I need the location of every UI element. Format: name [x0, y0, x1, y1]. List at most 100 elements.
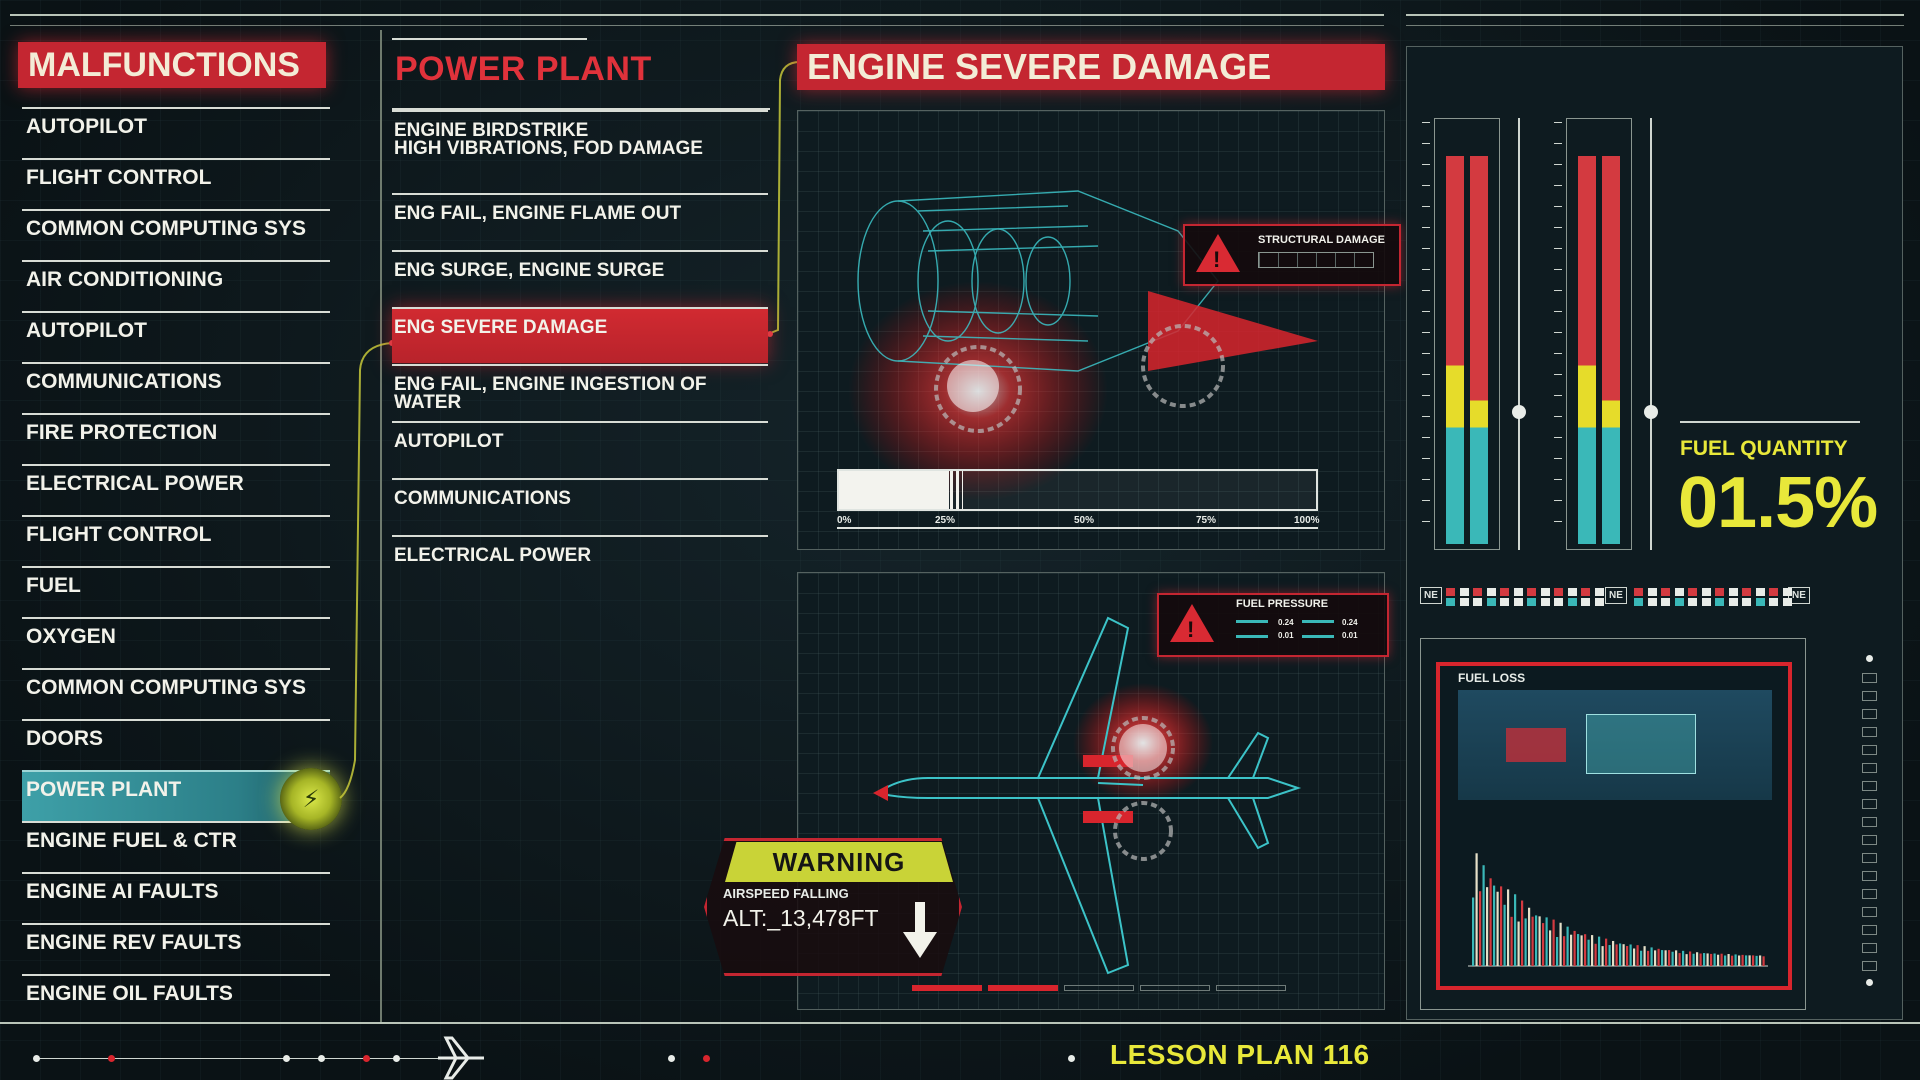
malfunction-item[interactable]: ENGINE AI FAULTS: [22, 872, 330, 923]
fuel-slider-handle-2[interactable]: [1644, 405, 1658, 419]
histogram-bar: [1696, 952, 1699, 966]
power-plant-item[interactable]: ENG SURGE, ENGINE SURGE: [392, 250, 768, 280]
gauge-tick: [1554, 122, 1562, 123]
timeline-dot-2: [108, 1055, 115, 1062]
fuel-bar-1a: [1446, 156, 1464, 544]
fuel-reading-3: 0.24: [1342, 618, 1358, 627]
malfunction-item-label: FUEL: [26, 574, 81, 597]
fuel-loss-label: FUEL LOSS: [1458, 671, 1526, 685]
power-plant-title: POWER PLANT: [395, 50, 652, 88]
power-plant-item[interactable]: ENG FAIL, ENGINE FLAME OUT: [392, 193, 768, 223]
malfunction-item[interactable]: AUTOPILOT: [22, 107, 330, 158]
gauge-tick: [1422, 227, 1430, 228]
histogram-bar: [1510, 916, 1513, 966]
power-plant-item-label: ELECTRICAL POWER: [394, 545, 592, 566]
power-plant-item[interactable]: ELECTRICAL POWER: [392, 535, 768, 565]
power-plant-selector-knob[interactable]: ⚡: [280, 768, 342, 830]
status-segment-3: [1064, 985, 1134, 991]
fuel-slider-track-2: [1650, 118, 1652, 550]
damage-progress-stripes: [943, 471, 964, 509]
top-rule-right: [1406, 14, 1904, 16]
tick-75: 75%: [1196, 515, 1217, 526]
malfunction-item-label: AIR CONDITIONING: [26, 268, 224, 291]
histogram-bar: [1475, 853, 1478, 966]
malfunction-item[interactable]: FLIGHT CONTROL: [22, 158, 330, 209]
damage-progress-bar: [837, 469, 1318, 511]
histogram-bar: [1493, 885, 1496, 966]
fuel-pressure-warning-icon: [1170, 604, 1214, 642]
histogram-bar: [1622, 944, 1625, 966]
gauge-tick: [1422, 206, 1430, 207]
malfunction-item[interactable]: ENGINE FUEL & CTR: [22, 821, 330, 872]
warning-title: WARNING: [725, 842, 953, 882]
malfunction-item[interactable]: ENGINE OIL FAULTS: [22, 974, 330, 1025]
histogram-bar: [1538, 916, 1541, 966]
gauge-tick: [1422, 458, 1430, 459]
power-plant-item[interactable]: AUTOPILOT: [392, 421, 768, 451]
scroll-tick: [1862, 781, 1877, 791]
tick-25: 25%: [935, 515, 956, 526]
power-plant-item[interactable]: COMMUNICATIONS: [392, 478, 768, 508]
ne-segment: [1486, 588, 1496, 606]
fuel-slider-handle-1[interactable]: [1512, 405, 1526, 419]
malfunction-item[interactable]: COMMUNICATIONS: [22, 362, 330, 413]
malfunction-item[interactable]: POWER PLANT: [22, 770, 330, 821]
fuel-slider-track-1: [1518, 118, 1520, 550]
ne-segment: [1728, 588, 1738, 606]
histogram-bar: [1717, 954, 1720, 966]
histogram-bar: [1580, 935, 1583, 966]
fuel-quantity-label: FUEL QUANTITY: [1680, 437, 1848, 460]
histogram-bar: [1566, 926, 1569, 966]
fuel-bar-frame-1: [1434, 118, 1500, 550]
malfunction-item-label: AUTOPILOT: [26, 115, 147, 138]
footer-rule: [0, 1022, 1920, 1024]
histogram-bar: [1706, 953, 1709, 966]
malfunction-item[interactable]: OXYGEN: [22, 617, 330, 668]
ne-segment: [1701, 588, 1711, 606]
scroll-tick: [1862, 709, 1877, 719]
fuel-label-rule: [1680, 421, 1860, 423]
scroll-tick: [1862, 745, 1877, 755]
malfunction-item[interactable]: ENGINE REV FAULTS: [22, 923, 330, 974]
scroll-tick: [1862, 925, 1877, 935]
engine-severe-damage-title: ENGINE SEVERE DAMAGE: [797, 44, 1385, 90]
structural-damage-label: STRUCTURAL DAMAGE: [1258, 234, 1385, 246]
histogram-bar: [1668, 950, 1671, 966]
fuel-loss-red-block: [1506, 728, 1566, 762]
malfunction-item[interactable]: FLIGHT CONTROL: [22, 515, 330, 566]
malfunction-item-label: FIRE PROTECTION: [26, 421, 218, 444]
power-plant-item-label: ENG FAIL, ENGINE FLAME OUT: [394, 203, 682, 224]
histogram-bar: [1689, 951, 1692, 966]
malfunction-item[interactable]: COMMON COMPUTING SYS: [22, 209, 330, 260]
status-segment-2: [988, 985, 1058, 991]
ne-segment: [1446, 588, 1455, 606]
malfunction-item[interactable]: ELECTRICAL POWER: [22, 464, 330, 515]
malfunction-item[interactable]: COMMON COMPUTING SYS: [22, 668, 330, 719]
histogram-bar: [1615, 944, 1618, 966]
ne-segment: [1459, 588, 1469, 606]
histogram-bar: [1608, 945, 1611, 966]
malfunction-item[interactable]: FIRE PROTECTION: [22, 413, 330, 464]
histogram-bar: [1584, 934, 1587, 966]
histogram-bar: [1650, 947, 1653, 966]
gauge-tick: [1554, 353, 1562, 354]
fuel-reading-1: 0.24: [1278, 618, 1294, 627]
tick-100: 100%: [1294, 515, 1320, 526]
power-plant-item[interactable]: ENG SEVERE DAMAGE: [392, 307, 768, 363]
ne-segment: [1527, 588, 1536, 606]
structural-warning-icon: [1196, 234, 1240, 272]
power-plant-item[interactable]: ENG FAIL, ENGINE INGESTION OF WATER: [392, 364, 768, 412]
malfunction-item[interactable]: DOORS: [22, 719, 330, 770]
airspeed-falling-label: AIRSPEED FALLING: [723, 886, 849, 901]
malfunction-item[interactable]: AUTOPILOT: [22, 311, 330, 362]
malfunction-item[interactable]: AIR CONDITIONING: [22, 260, 330, 311]
histogram-bar: [1507, 889, 1510, 966]
malfunction-item[interactable]: FUEL: [22, 566, 330, 617]
histogram-bar: [1745, 955, 1748, 966]
power-plant-item-label: AUTOPILOT: [394, 431, 504, 452]
lightning-icon: ⚡: [302, 785, 320, 813]
malfunction-item-label: FLIGHT CONTROL: [26, 166, 212, 189]
ne-segment: [1594, 588, 1604, 606]
histogram-bar: [1699, 953, 1702, 966]
